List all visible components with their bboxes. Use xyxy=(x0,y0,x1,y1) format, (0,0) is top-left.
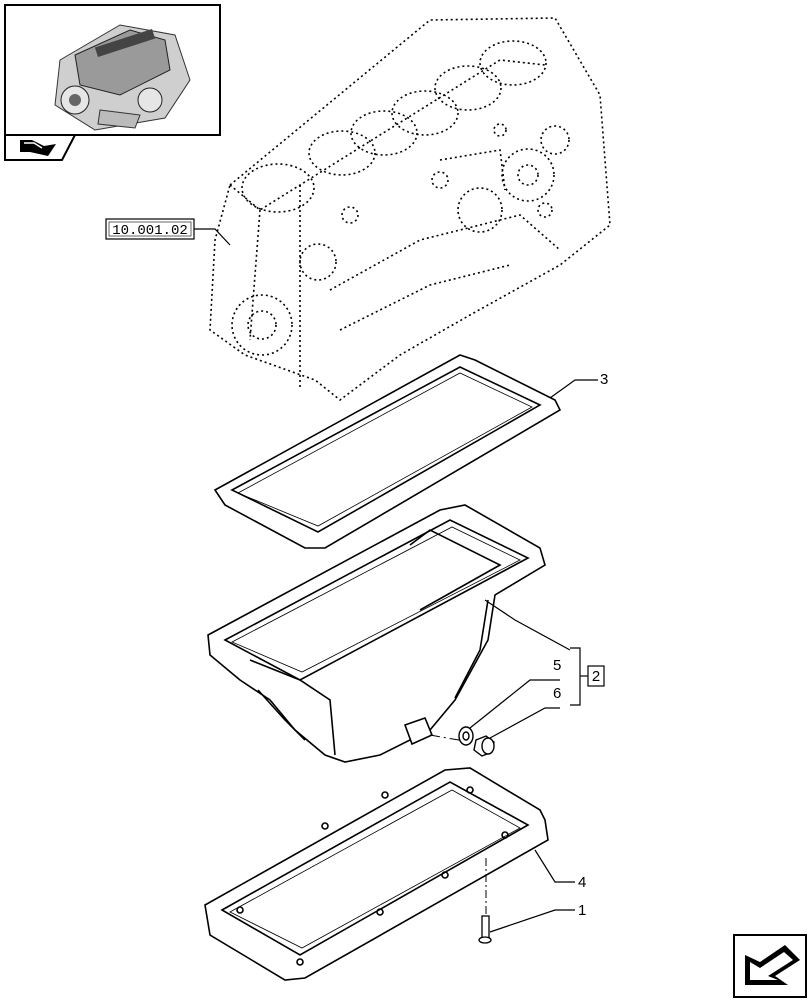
next-page-button[interactable] xyxy=(733,934,807,998)
group-box-label: 2 xyxy=(592,668,600,685)
group-box[interactable]: 2 xyxy=(587,665,605,687)
next-page-arrow-icon xyxy=(745,945,800,985)
leader-line-3 xyxy=(549,379,598,399)
leader-line-1 xyxy=(489,909,575,933)
leader-line-5 xyxy=(469,679,560,729)
callout-3: 3 xyxy=(600,371,608,388)
oil-pan[interactable] xyxy=(207,504,546,763)
callout-5: 5 xyxy=(553,657,561,674)
leader-line-4 xyxy=(534,849,575,883)
engine-thumbnail-icon xyxy=(54,24,191,131)
drain-plug-washer[interactable] xyxy=(458,726,474,746)
engine-block xyxy=(209,17,611,402)
catalog-tab[interactable] xyxy=(4,134,77,161)
leader-line-2 xyxy=(484,599,571,651)
lower-frame[interactable] xyxy=(204,767,549,981)
callout-1: 1 xyxy=(578,902,586,919)
leader-line-6 xyxy=(489,707,560,739)
upper-gasket[interactable] xyxy=(213,354,562,549)
catalog-book-icon xyxy=(20,140,56,156)
reference-link[interactable]: 10.001.02 xyxy=(105,218,195,240)
engine-thumbnail[interactable] xyxy=(4,4,221,136)
leader-line-reference xyxy=(194,228,231,246)
callout-4: 4 xyxy=(578,874,586,891)
drain-plug[interactable] xyxy=(473,735,495,757)
screw[interactable] xyxy=(478,915,492,944)
group-bracket xyxy=(570,647,581,706)
reference-link-label: 10.001.02 xyxy=(112,223,188,239)
callout-6: 6 xyxy=(553,685,561,702)
centerline-plug xyxy=(429,734,471,743)
